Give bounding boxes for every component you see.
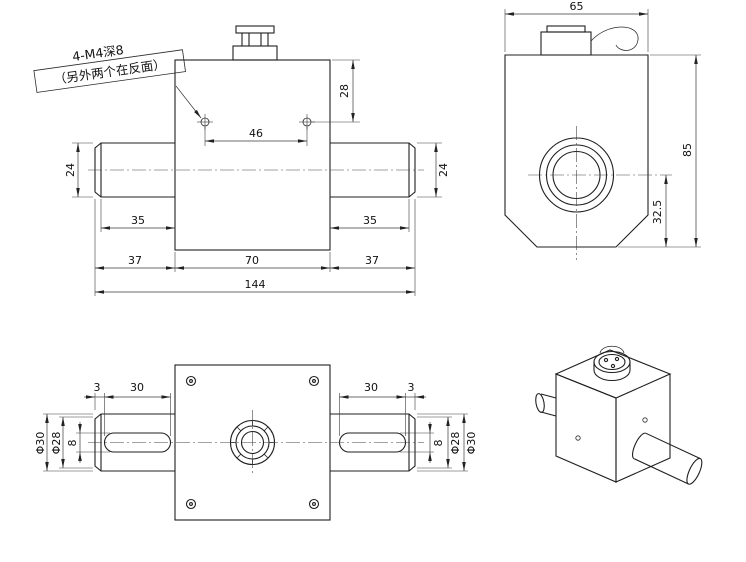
dim-70-label: 70 <box>245 254 259 267</box>
dim-144: 144 <box>95 278 415 294</box>
iso-right-face <box>615 374 671 483</box>
dim-24-left-label: 24 <box>64 163 77 177</box>
dim-37-right-label: 37 <box>365 254 379 267</box>
annotation-box <box>33 49 186 93</box>
dim-32-5-label: 32.5 <box>651 200 664 225</box>
dim-85-label: 85 <box>681 143 694 157</box>
side-body <box>504 54 649 248</box>
iso-left-stub <box>535 393 557 417</box>
dim-dia28-right-label: Φ28 <box>449 432 462 455</box>
dim-32-5: 32.5 <box>651 175 668 247</box>
dim-3-left-label: 3 <box>94 381 101 394</box>
thread-annotation: 4-M4深8 （另外两个在反面） <box>33 42 186 93</box>
dim-24-left: 24 <box>64 142 93 198</box>
side-connector-cap <box>546 25 586 33</box>
dim-dia30-left: Φ30 <box>34 413 93 472</box>
dim-8-left: 8 <box>66 422 110 463</box>
dim-dia28-left: Φ28 <box>50 416 93 469</box>
dim-35-right: 35 <box>330 199 410 232</box>
isometric-view <box>535 345 703 485</box>
dim-dia28-left-label: Φ28 <box>50 432 63 455</box>
connector-wire-bail <box>590 26 639 51</box>
dim-35-right-label: 35 <box>363 214 377 227</box>
left-keyway-slot <box>103 432 172 453</box>
dim-3-right-label: 3 <box>408 381 415 394</box>
iso-top-face <box>554 349 672 399</box>
dim-144-label: 144 <box>245 278 266 291</box>
dim-8-left-label: 8 <box>66 440 79 447</box>
iso-screw-hole-front <box>575 435 581 441</box>
top-view: 3 30 30 3 Φ30 Φ28 <box>34 364 478 521</box>
dim-37-70-37: 37 70 37 <box>94 199 416 296</box>
iso-connector-bail <box>599 345 625 354</box>
right-keyway-slot <box>338 432 407 453</box>
iso-connector <box>593 345 631 382</box>
thread-annotation-line1: 4-M4深8 <box>71 42 124 64</box>
center-knob-inner <box>240 430 265 455</box>
dim-37-left-label: 37 <box>128 254 142 267</box>
connector-base <box>232 45 278 61</box>
annotation-leader <box>175 85 202 119</box>
dim-65-label: 65 <box>570 0 584 13</box>
dim-30-left-label: 30 <box>130 381 144 394</box>
side-connector <box>540 31 592 56</box>
iso-screw-hole-right <box>642 417 648 423</box>
dim-65: 65 <box>504 0 649 52</box>
connector-cap <box>235 25 275 34</box>
dim-30-right-label: 30 <box>364 381 378 394</box>
dim-8-right-label: 8 <box>432 440 445 447</box>
sensor-body <box>174 59 331 251</box>
dim-30-3-right: 30 3 <box>339 381 426 436</box>
dim-8-right: 8 <box>400 422 445 463</box>
dim-35-left-label: 35 <box>131 214 145 227</box>
dim-35-left: 35 <box>100 199 175 232</box>
dim-dia30-right: Φ30 <box>417 413 478 472</box>
dim-28: 28 <box>312 59 360 123</box>
dim-28-label: 28 <box>338 84 351 98</box>
dim-dia28-right: Φ28 <box>417 416 462 469</box>
dim-46-label: 46 <box>249 127 263 140</box>
dim-dia30-right-label: Φ30 <box>465 432 478 455</box>
dim-46: 46 <box>204 127 308 146</box>
dim-24-right: 24 <box>417 142 450 198</box>
dim-3-30-left: 3 30 <box>84 381 171 436</box>
dim-24-right-label: 24 <box>437 163 450 177</box>
side-view: 65 85 32.5 <box>504 0 701 260</box>
iso-front-face <box>555 373 617 483</box>
dim-85: 85 <box>618 54 701 248</box>
front-view: 4-M4深8 （另外两个在反面） 28 46 24 24 <box>33 25 450 296</box>
iso-output-shaft <box>632 432 703 485</box>
dim-dia30-left-label: Φ30 <box>34 432 47 455</box>
